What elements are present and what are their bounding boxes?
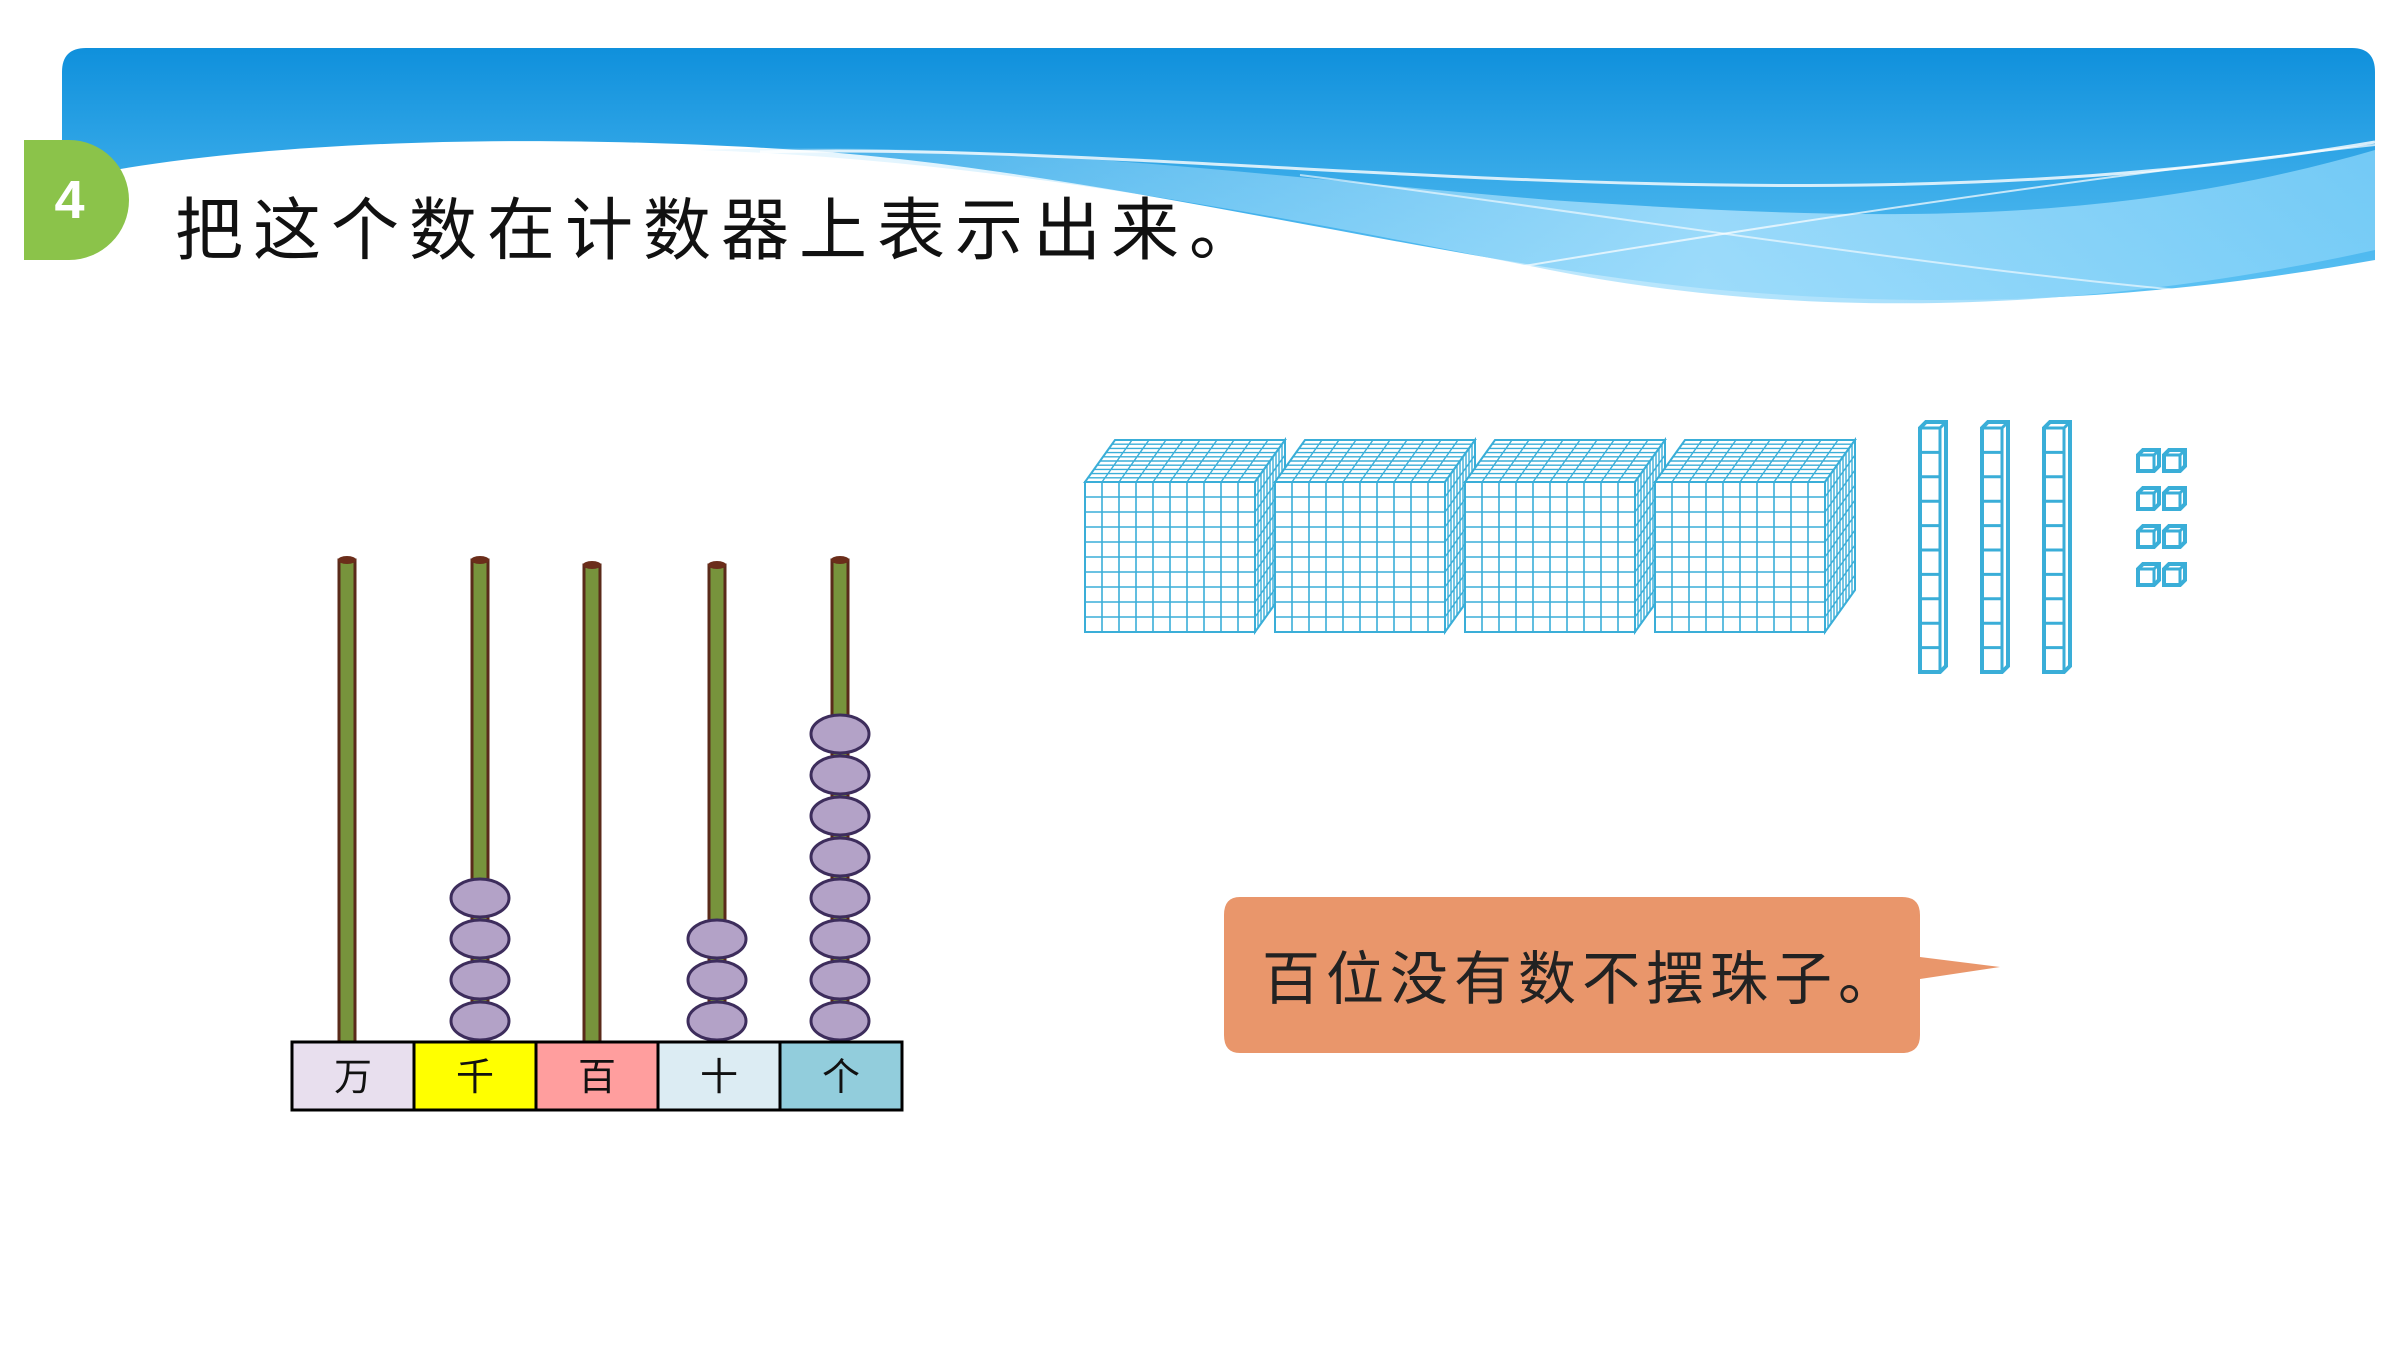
ten-rod <box>1918 420 1948 674</box>
abacus-bead <box>809 1000 871 1042</box>
question-number: 4 <box>54 170 85 230</box>
abacus-rod-2: 千 <box>412 556 538 1112</box>
thousand-cube <box>1463 436 1667 636</box>
header-band <box>62 48 2376 304</box>
rod-cap <box>831 556 849 564</box>
abacus-rod-4: 十 <box>656 561 782 1112</box>
one-cube <box>2136 486 2161 511</box>
question-number-badge: 4 <box>24 140 129 260</box>
abacus: 万千百十个 <box>290 556 904 1112</box>
one-cube <box>2136 524 2161 549</box>
one-cube <box>2162 448 2187 473</box>
place-value-cell <box>534 1040 660 1112</box>
abacus-rod <box>582 563 602 1044</box>
abacus-bead <box>449 877 511 919</box>
abacus-rod-5: 个 <box>778 556 904 1112</box>
base-ten-blocks <box>1083 420 2187 674</box>
rod-cap <box>708 561 726 569</box>
speech-bubble <box>1224 897 2000 1053</box>
abacus-rod-1: 万 <box>290 556 416 1112</box>
abacus-bead <box>809 918 871 960</box>
abacus-bead <box>809 754 871 796</box>
one-cube <box>2162 486 2187 511</box>
place-value-label: 百 <box>578 1055 616 1099</box>
abacus-bead <box>449 1000 511 1042</box>
one-cube <box>2136 562 2161 587</box>
ten-rod <box>1980 420 2010 674</box>
rod-cap <box>338 556 356 564</box>
abacus-rod <box>337 558 357 1044</box>
place-value-label: 千 <box>456 1055 494 1099</box>
place-value-cell <box>656 1040 782 1112</box>
ten-rod <box>2042 420 2072 674</box>
speech-bubble-text: 百位没有数不摆珠子。 <box>1262 945 1903 1013</box>
abacus-bead <box>809 795 871 837</box>
place-value-cell <box>412 1040 538 1112</box>
rod-cap <box>471 556 489 564</box>
abacus-bead <box>686 959 748 1001</box>
abacus-bead <box>449 918 511 960</box>
abacus-bead <box>809 713 871 755</box>
abacus-bead <box>686 918 748 960</box>
one-cube <box>2162 562 2187 587</box>
abacus-bead <box>809 836 871 878</box>
place-value-cell <box>778 1040 904 1112</box>
place-value-label: 十 <box>700 1055 738 1099</box>
abacus-bead <box>809 959 871 1001</box>
place-value-label: 万 <box>334 1055 372 1099</box>
place-value-label: 个 <box>822 1055 860 1099</box>
abacus-bead <box>449 959 511 1001</box>
abacus-bead <box>686 1000 748 1042</box>
question-prompt: 把这个数在计数器上表示出来。 <box>175 192 1268 271</box>
abacus-rod-3: 百 <box>534 561 660 1112</box>
place-value-cell <box>290 1040 416 1112</box>
thousand-cube <box>1083 436 1287 636</box>
one-cube <box>2162 524 2187 549</box>
thousand-cube <box>1273 436 1477 636</box>
abacus-bead <box>809 877 871 919</box>
rod-cap <box>583 561 601 569</box>
one-cube <box>2136 448 2161 473</box>
thousand-cube <box>1653 436 1857 636</box>
